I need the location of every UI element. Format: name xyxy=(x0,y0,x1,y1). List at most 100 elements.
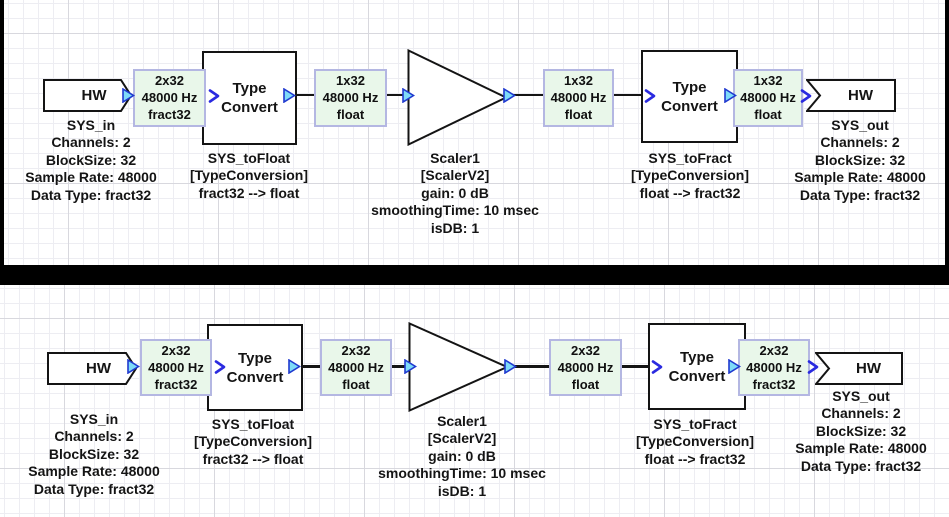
output-pin-icon[interactable] xyxy=(283,88,296,103)
caption-line: gain: 0 dB xyxy=(428,447,496,464)
wire-label[interactable]: 2x32 48000 Hz float xyxy=(549,339,622,396)
hw-input-block[interactable]: HW xyxy=(43,79,133,112)
wire[interactable] xyxy=(387,94,409,96)
wire-label-line: 2x32 xyxy=(341,343,371,358)
canvas-bottom-diagram[interactable]: HW 2x32 48000 Hz fract32 Type Convert 2x… xyxy=(0,285,949,517)
caption-line: BlockSize: 32 xyxy=(45,151,137,168)
wire-label-line: 1x32 xyxy=(564,73,593,88)
wire-label[interactable]: 1x32 48000 Hz float xyxy=(733,69,803,127)
caption-line: SYS_toFract xyxy=(653,416,737,432)
hw-input-caption: SYS_in Channels: 2 BlockSize: 32 Sample … xyxy=(28,411,160,498)
caption-line: SYS_in xyxy=(69,411,119,427)
output-pin-icon[interactable] xyxy=(127,359,140,374)
label-line: Type xyxy=(238,349,272,367)
input-pin-icon[interactable] xyxy=(402,88,415,103)
input-pin-icon[interactable] xyxy=(214,360,226,374)
scaler-caption: Scaler1 [ScalerV2] gain: 0 dB smoothingT… xyxy=(378,413,546,500)
caption-line: Channels: 2 xyxy=(821,405,901,422)
caption-line: [TypeConversion] xyxy=(631,167,749,184)
caption-line: SYS_in xyxy=(66,117,116,133)
caption-line: [TypeConversion] xyxy=(636,433,754,450)
wire[interactable] xyxy=(513,94,543,96)
caption-line: Data Type: fract32 xyxy=(30,186,152,203)
type-convert-block[interactable]: Type Convert xyxy=(641,50,738,143)
caption-line: Channels: 2 xyxy=(54,428,134,445)
caption-line: Data Type: fract32 xyxy=(33,480,155,497)
wire-label-line: 1x32 xyxy=(336,73,365,88)
wire[interactable] xyxy=(515,365,549,368)
wire[interactable] xyxy=(610,94,643,96)
output-pin-icon[interactable] xyxy=(728,359,741,374)
label-line: Convert xyxy=(221,99,278,116)
type-convert-label: Type Convert xyxy=(221,79,278,117)
wire-label-line: float xyxy=(571,377,600,392)
scaler-shape xyxy=(407,49,509,146)
type-convert-2-caption: SYS_toFract [TypeConversion] float --> f… xyxy=(631,150,749,202)
output-pin-icon[interactable] xyxy=(504,359,517,374)
hw-input-block[interactable]: HW xyxy=(47,352,138,385)
wire-label[interactable]: 2x32 48000 Hz float xyxy=(320,339,392,396)
wire-label-line: float xyxy=(336,107,365,122)
scaler-shape xyxy=(408,322,510,412)
caption-line: BlockSize: 32 xyxy=(814,151,906,168)
input-pin-icon[interactable] xyxy=(208,89,220,103)
type-convert-block[interactable]: Type Convert xyxy=(202,51,297,145)
caption-line: float --> fract32 xyxy=(644,450,746,467)
wire-label-line: float xyxy=(342,377,370,392)
wire-label-line: fract32 xyxy=(752,377,796,392)
caption-line: Data Type: fract32 xyxy=(800,457,922,474)
input-pin-icon[interactable] xyxy=(644,89,656,103)
hw-output-block[interactable]: HW xyxy=(806,79,897,112)
wire-label-line: 48000 Hz xyxy=(328,360,384,375)
canvas-top-diagram[interactable]: HW 2x32 48000 Hz fract32 Type Convert 1x… xyxy=(4,0,945,265)
label-line: Type xyxy=(672,78,707,96)
caption-line: SYS_out xyxy=(831,117,889,133)
caption-line: Channels: 2 xyxy=(820,134,900,151)
hw-output-caption: SYS_out Channels: 2 BlockSize: 32 Sample… xyxy=(795,388,927,475)
caption-line: gain: 0 dB xyxy=(421,184,489,201)
wire-label-line: fract32 xyxy=(154,377,198,392)
output-pin-icon[interactable] xyxy=(724,88,737,103)
wire-label[interactable]: 1x32 48000 Hz float xyxy=(314,69,387,127)
wire-label[interactable]: 1x32 48000 Hz float xyxy=(543,69,614,127)
type-convert-label: Type Convert xyxy=(661,78,718,116)
wire[interactable] xyxy=(390,365,412,368)
input-pin-icon[interactable] xyxy=(404,359,417,374)
caption-line: Scaler1 xyxy=(437,413,487,429)
caption-line: [ScalerV2] xyxy=(427,430,497,447)
caption-line: isDB: 1 xyxy=(430,219,480,236)
wire-label[interactable]: 2x32 48000 Hz fract32 xyxy=(133,69,206,127)
wire-label-line: 48000 Hz xyxy=(550,90,607,105)
input-pin-icon[interactable] xyxy=(651,360,663,374)
scaler-block[interactable] xyxy=(407,49,509,146)
hw-input-label: HW xyxy=(81,87,107,104)
wire-label[interactable]: 2x32 48000 Hz fract32 xyxy=(140,339,212,396)
wire-label-line: 48000 Hz xyxy=(141,90,198,105)
label-line: Convert xyxy=(226,368,284,386)
input-pin-icon[interactable] xyxy=(800,89,812,103)
wire-label-line: 2x32 xyxy=(155,73,184,88)
wire[interactable] xyxy=(618,365,650,368)
caption-line: float --> fract32 xyxy=(639,184,741,201)
wire-label[interactable]: 2x32 48000 Hz fract32 xyxy=(738,339,810,396)
type-convert-1-caption: SYS_toFloat [TypeConversion] fract32 -->… xyxy=(190,150,308,202)
caption-line: Sample Rate: 48000 xyxy=(28,463,160,480)
output-pin-icon[interactable] xyxy=(503,88,516,103)
caption-line: Sample Rate: 48000 xyxy=(25,169,157,186)
output-pin-icon[interactable] xyxy=(288,359,301,374)
wire-label-line: 1x32 xyxy=(753,73,783,88)
hw-input-shape xyxy=(47,352,138,385)
input-pin-icon[interactable] xyxy=(807,360,819,374)
wire-label-line: 2x32 xyxy=(161,343,191,358)
wire[interactable] xyxy=(295,94,316,96)
caption-line: [TypeConversion] xyxy=(190,167,308,184)
caption-line: Channels: 2 xyxy=(51,134,131,151)
wire[interactable] xyxy=(300,365,322,368)
hw-output-shape xyxy=(815,352,903,385)
hw-output-block[interactable]: HW xyxy=(815,352,904,385)
label-line: Type xyxy=(232,80,267,97)
scaler-block[interactable] xyxy=(408,322,510,412)
output-pin-icon[interactable] xyxy=(122,88,135,103)
caption-line: [ScalerV2] xyxy=(420,167,490,184)
wire-label-line: float xyxy=(754,107,782,122)
